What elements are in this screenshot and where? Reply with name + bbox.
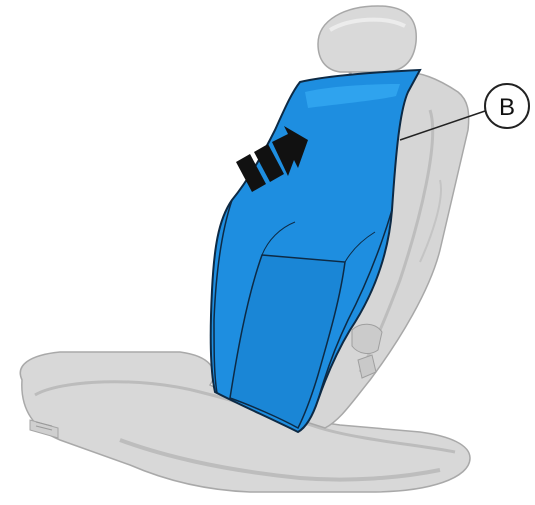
callout-b-icon: B — [485, 84, 529, 128]
callout-label: B — [499, 94, 515, 121]
